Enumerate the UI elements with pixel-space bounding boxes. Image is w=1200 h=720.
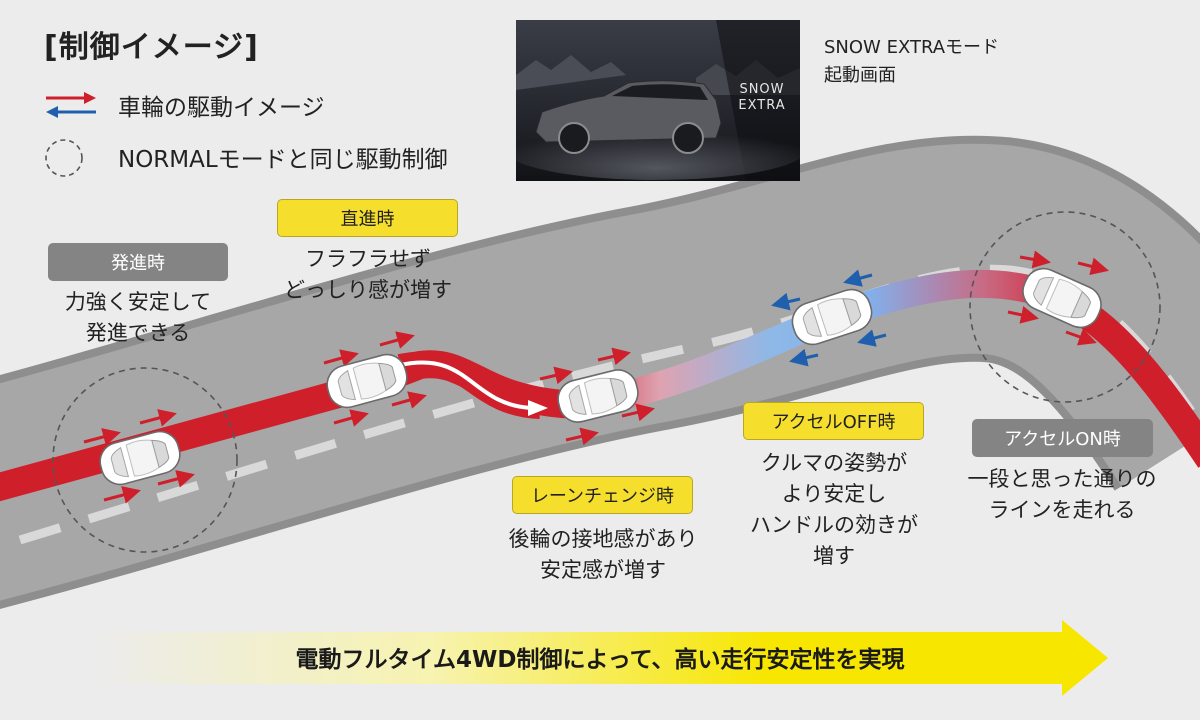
- legend-normal-mode-label: NORMALモードと同じ駆動制御: [118, 147, 448, 173]
- screenshot-caption: SNOW EXTRAモード 起動画面: [824, 34, 999, 90]
- screenshot-overlay-line-1: SNOW: [739, 82, 785, 97]
- screenshot-overlay-line-2: EXTRA: [738, 98, 786, 113]
- desc-straight-line-2: どっしり感が増す: [284, 278, 452, 302]
- desc-lane-change-line-1: 後輪の接地感があり: [508, 527, 698, 551]
- badge-start: 発進時: [48, 243, 228, 281]
- dashed-circle-icon: [45, 139, 83, 177]
- banner-arrow-shape: [95, 620, 1108, 696]
- desc-start-line-1: 力強く安定して: [64, 290, 212, 314]
- desc-lane-change: 後輪の接地感があり 安定感が増す: [488, 524, 718, 586]
- desc-start: 力強く安定して 発進できる: [38, 287, 238, 349]
- screenshot-caption-line-1: SNOW EXTRAモード: [824, 37, 1000, 58]
- legend-normal-mode: NORMALモードと同じ駆動制御: [96, 140, 448, 174]
- badge-accel-off: アクセルOFF時: [743, 402, 924, 440]
- diagram-title: [制御イメージ]: [44, 30, 259, 65]
- red-blue-arrows-icon: [46, 92, 96, 118]
- suv-illustration: [516, 20, 800, 181]
- desc-straight-line-1: フラフラせず: [305, 247, 431, 271]
- desc-start-line-2: 発進できる: [85, 321, 191, 345]
- normal-mode-circle-accel-on: [969, 211, 1161, 403]
- desc-accel-on: 一段と思った通りの ラインを走れる: [947, 464, 1177, 526]
- normal-mode-circle-start: [52, 367, 238, 553]
- badge-lane-change: レーンチェンジ時: [512, 476, 693, 514]
- desc-straight: フラフラせず どっしり感が増す: [258, 244, 478, 306]
- legend-wheel-drive-label: 車輪の駆動イメージ: [118, 95, 325, 121]
- desc-accel-off-line-1: クルマの姿勢が: [760, 451, 908, 475]
- desc-accel-on-line-2: ラインを走れる: [988, 498, 1136, 522]
- desc-accel-off: クルマの姿勢が より安定し ハンドルの効きが 増す: [724, 448, 944, 572]
- badge-accel-on: アクセルON時: [972, 419, 1153, 457]
- desc-accel-off-line-3: ハンドルの効きが: [750, 513, 918, 537]
- wheel-drive-arrows-red: [83, 250, 1109, 504]
- desc-accel-on-line-1: 一段と思った通りの: [967, 467, 1157, 491]
- badge-straight: 直進時: [277, 199, 458, 237]
- wheel-drive-arrows-blue: [771, 269, 887, 367]
- banner-text: 電動フルタイム4WD制御によって、高い走行安定性を実現: [295, 647, 905, 673]
- desc-lane-change-line-2: 安定感が増す: [540, 558, 666, 582]
- desc-accel-off-line-4: 増す: [813, 544, 855, 568]
- desc-accel-off-line-2: より安定し: [781, 482, 887, 506]
- snow-extra-screenshot: SNOW EXTRA: [516, 20, 800, 181]
- legend-wheel-drive: 車輪の駆動イメージ: [96, 88, 325, 122]
- screenshot-caption-line-2: 起動画面: [824, 65, 896, 86]
